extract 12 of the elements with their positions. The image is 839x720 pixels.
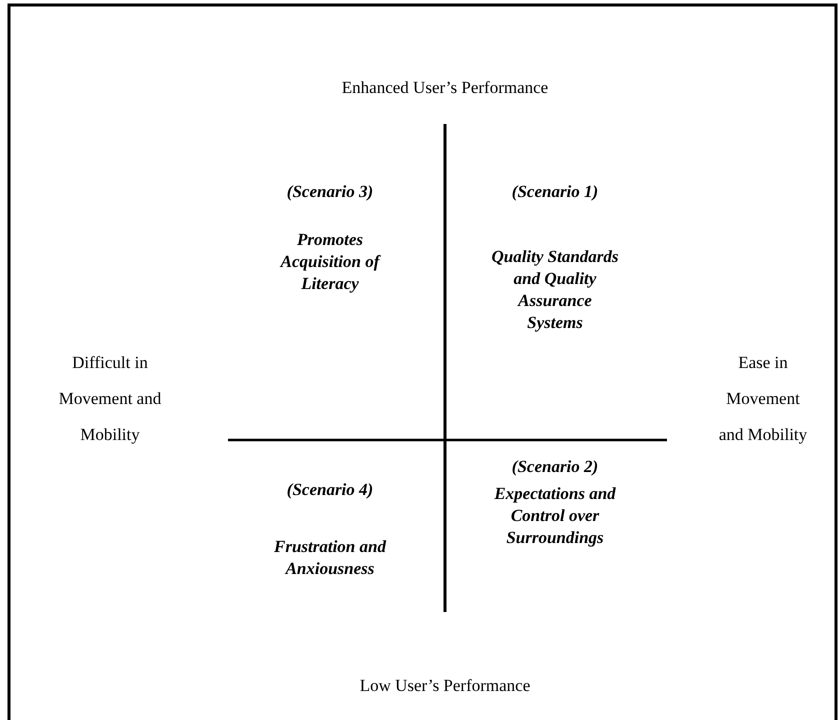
quadrant-description: Frustration and Anxiousness [273,536,388,580]
scenario-label: (Scenario 4) [286,479,374,501]
quadrant-description: Expectations and Control over Surroundings [493,483,617,549]
scenario-label: (Scenario 3) [286,181,374,203]
axis-label: Enhanced User’s Performance [340,77,550,99]
scenario-label: (Scenario 2) [510,456,600,478]
quadrant-description: Promotes Acquisition of Literacy [278,229,382,295]
axis-label: Ease in Movement and Mobility [718,352,808,446]
axis-label: Difficult in Movement and Mobility [58,352,162,446]
scenario-label: (Scenario 1) [510,181,600,203]
quadrant-description: Quality Standards and Quality Assurance Systems [490,246,620,334]
axis-label: Low User’s Performance [358,675,532,697]
